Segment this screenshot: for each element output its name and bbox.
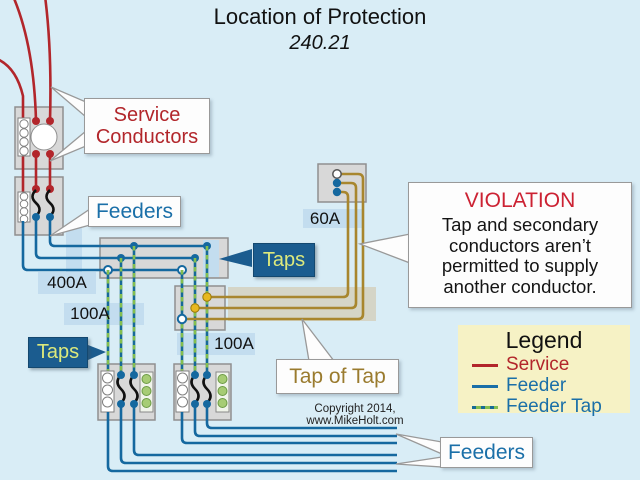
legend: Legend Service Feeder Feeder Tap: [458, 325, 630, 417]
service-conductor-lines: [0, 0, 52, 193]
taps-pointers: [88, 249, 252, 360]
taps-left-label: Taps: [28, 337, 88, 368]
feeders-top-label: Feeders: [88, 196, 181, 227]
violation-callout: VIOLATION Tap and secondary conductors a…: [408, 182, 632, 308]
meter-assembly: [17, 117, 58, 157]
tap-of-tap-band: [228, 287, 376, 321]
feeder-panel-internals: [17, 189, 55, 224]
legend-item-service: Service: [472, 354, 630, 375]
service-terminals: [32, 117, 54, 193]
legend-label-feeder: Feeder: [506, 375, 567, 396]
legend-item-feeder: Feeder: [472, 375, 630, 396]
subpanel-right-internals: [175, 370, 230, 413]
feeder-tap-line-swatch: [472, 405, 498, 409]
violation-title: VIOLATION: [464, 189, 576, 212]
tap-junction-terminals: [176, 292, 212, 325]
tap-of-tap-label: Tap of Tap: [276, 359, 399, 394]
code-section: 240.21: [289, 32, 351, 54]
service-conductors-label: Service Conductors: [84, 98, 210, 154]
tap-of-tap-lines: [182, 172, 365, 321]
rating-100a-right: 100A: [214, 333, 254, 353]
page-title: Location of Protection: [213, 4, 427, 29]
legend-label-feeder-tap: Feeder Tap: [506, 396, 602, 417]
rating-400a: 400A: [47, 272, 87, 292]
legend-title: Legend: [505, 327, 583, 353]
feeder-lines: [21, 217, 207, 272]
feeders-bottom-label: Feeders: [440, 437, 533, 468]
violation-text: Tap and secondary conductors aren’t perm…: [441, 214, 599, 298]
title-block: Location of Protection 240.21: [0, 4, 640, 55]
disconnect-60a-terminals: [332, 169, 342, 197]
callout-pointers: [49, 86, 443, 468]
bottom-feeder-lines: [106, 404, 397, 473]
taps-right-label: Taps: [253, 243, 315, 277]
legend-item-feeder-tap: Feeder Tap: [472, 396, 630, 417]
breaker-symbols: [31, 189, 55, 217]
service-line-swatch: [472, 363, 498, 367]
copyright-notice: Copyright 2014, www.MikeHolt.com: [306, 403, 404, 427]
rating-60a: 60A: [309, 208, 341, 228]
subpanel-left-internals: [100, 370, 154, 413]
legend-label-service: Service: [506, 354, 570, 375]
feeder-line-swatch: [472, 384, 498, 388]
rating-100a-left: 100A: [70, 303, 110, 323]
meter-dial: [30, 123, 58, 151]
